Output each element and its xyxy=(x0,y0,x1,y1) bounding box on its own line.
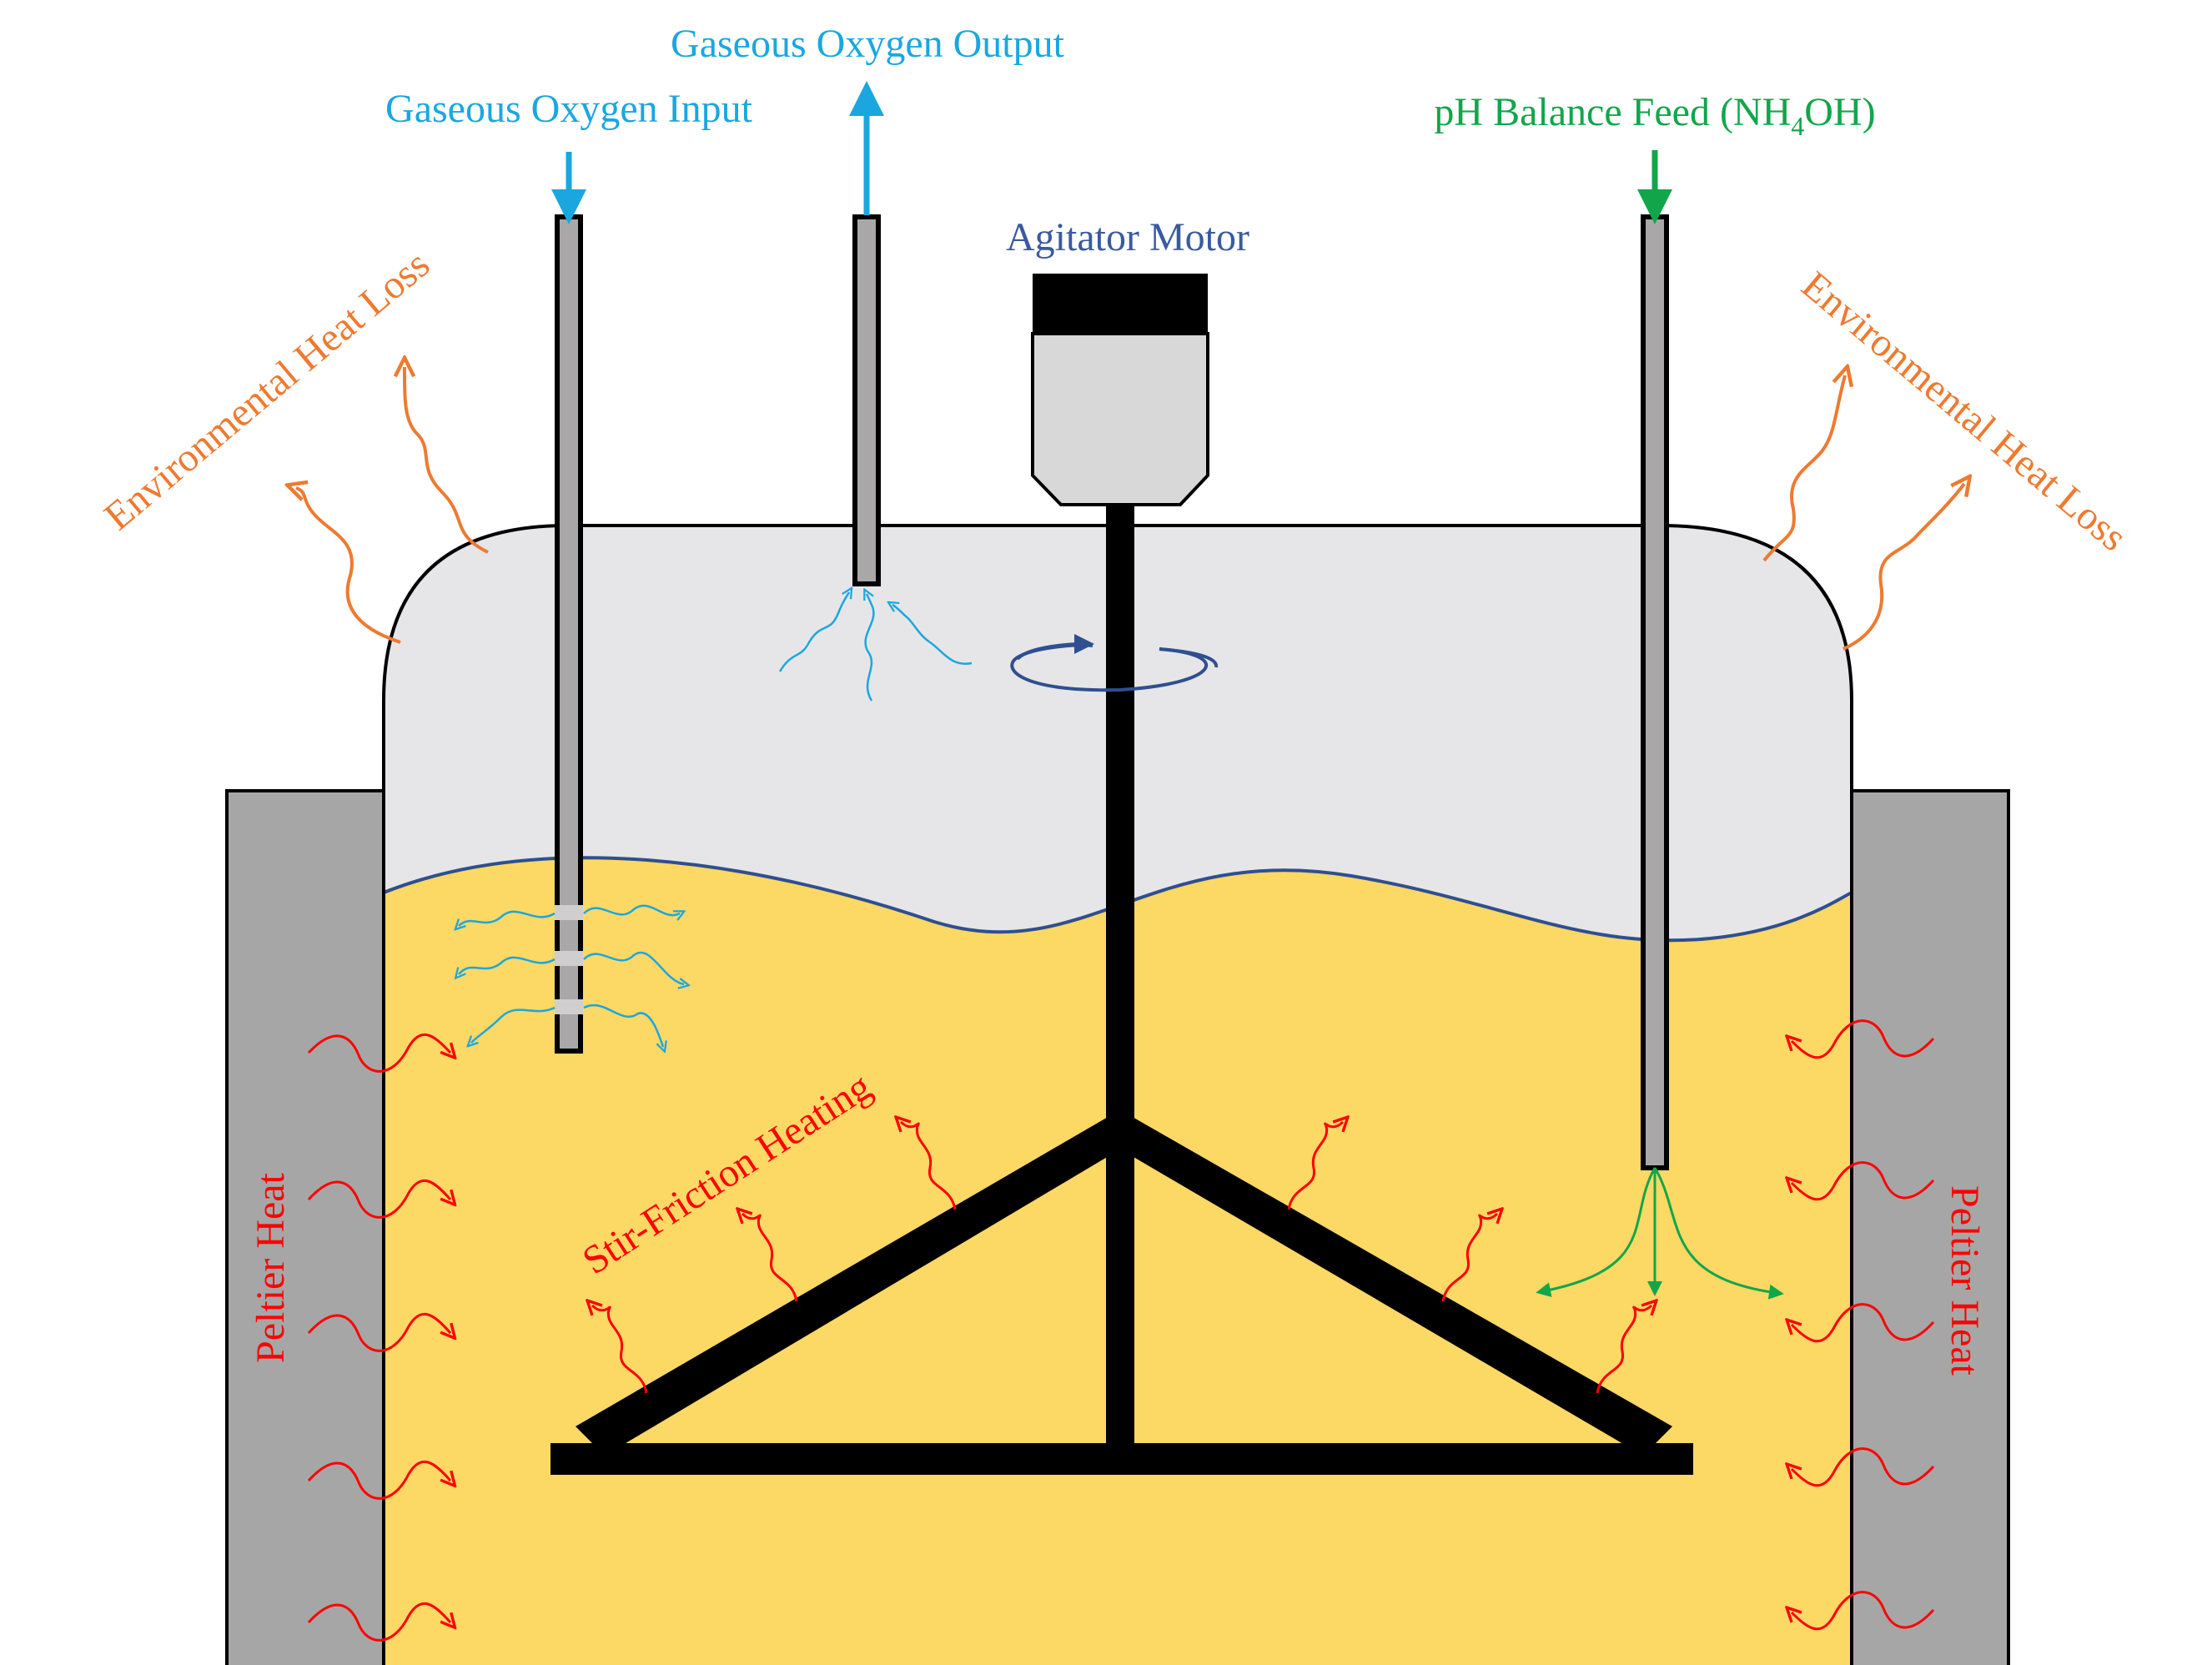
peltier-heat-label-left: Peltier Heat xyxy=(249,1172,293,1363)
oxygen-sparge-squiggles xyxy=(459,904,684,1047)
liquid-surface-line xyxy=(383,856,1853,943)
peltier-heat-squiggles-left xyxy=(307,1033,450,1642)
oxygen-output-label: Gaseous Oxygen Output xyxy=(671,22,1065,66)
ph-feed-tube xyxy=(1641,214,1669,1170)
agitator-impeller xyxy=(550,505,1693,1475)
heat-loss-label-left: Environmental Heat Loss xyxy=(96,242,438,539)
oxygen-output-tube xyxy=(852,214,881,586)
heat-loss-squiggles-left xyxy=(296,367,489,644)
peltier-heat-squiggles-right xyxy=(1792,1019,1935,1631)
agitator-motor xyxy=(1031,274,1209,506)
stir-friction-heat-squiggles xyxy=(592,1122,1651,1394)
ph-feed-label-suffix: OH) xyxy=(1804,90,1875,134)
ph-feed-label-prefix: pH Balance Feed (NH xyxy=(1434,90,1791,134)
agitator-motor-label: Agitator Motor xyxy=(1006,215,1249,259)
oxygen-exhaust-squiggles xyxy=(778,592,973,702)
oxygen-input-label: Gaseous Oxygen Input xyxy=(385,87,753,131)
ph-feed-label-subscript: 4 xyxy=(1791,111,1804,141)
peltier-block-right xyxy=(1848,789,2010,1665)
peltier-heat-label-right: Peltier Heat xyxy=(1943,1185,1987,1376)
ph-feed-label: pH Balance Feed (NH4OH) xyxy=(1434,90,1875,141)
oxygen-input-tube xyxy=(555,214,583,1054)
rotation-indicator xyxy=(1010,634,1219,692)
peltier-block-left xyxy=(225,789,387,1665)
heat-loss-squiggles-right xyxy=(1762,375,1964,651)
ph-feed-dispersion-arrows xyxy=(1536,1167,1784,1300)
heat-loss-label-right: Environmental Heat Loss xyxy=(1793,263,2135,560)
